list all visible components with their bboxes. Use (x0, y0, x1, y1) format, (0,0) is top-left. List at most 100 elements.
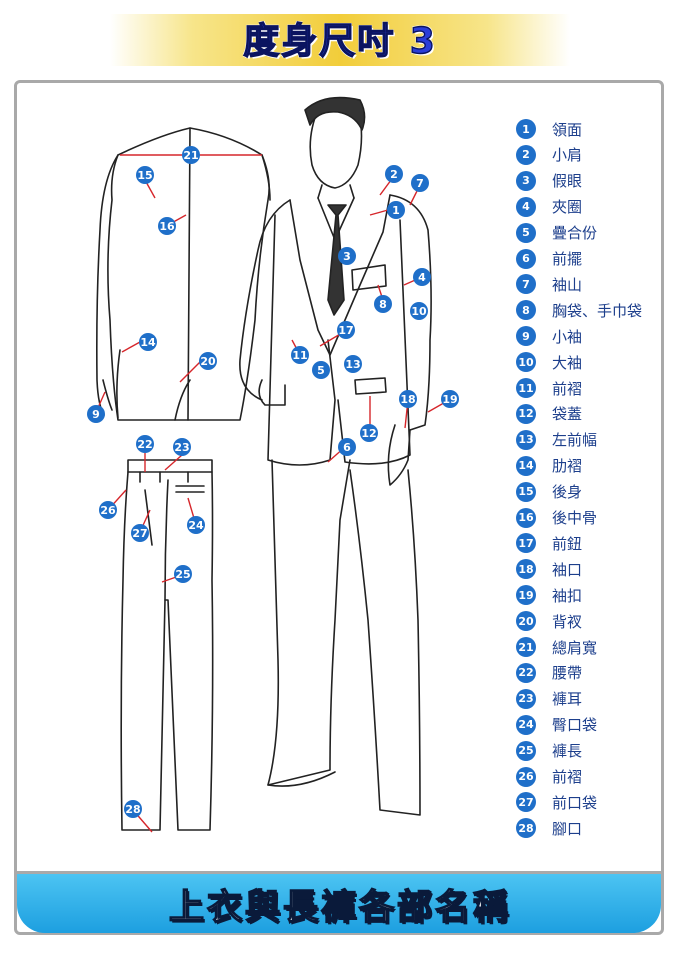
legend-number: 5 (516, 222, 536, 243)
legend-number: 20 (516, 611, 536, 632)
svg-text:10: 10 (411, 305, 427, 318)
svg-text:6: 6 (343, 441, 351, 454)
legend-label: 左前幅 (552, 431, 598, 450)
legend-number: 4 (516, 196, 536, 217)
legend-number: 19 (516, 585, 536, 606)
marker-2: 2 (385, 165, 403, 183)
legend-label: 背衩 (552, 612, 583, 631)
marker-3: 3 (338, 247, 356, 265)
marker-22: 22 (136, 435, 154, 453)
legend-item: 4 夾圈 (516, 195, 582, 219)
svg-text:3: 3 (343, 250, 351, 263)
legend-number: 17 (516, 533, 536, 554)
legend-number: 15 (516, 481, 536, 502)
svg-text:4: 4 (418, 271, 426, 284)
trousers-illustration (120, 459, 214, 831)
marker-1: 1 (387, 201, 405, 219)
marker-28: 28 (124, 800, 142, 818)
legend-number: 27 (516, 792, 536, 813)
legend-number: 11 (516, 378, 536, 398)
legend-label: 前鈕 (552, 534, 583, 553)
legend-number: 22 (516, 662, 536, 683)
marker-10: 10 (410, 302, 428, 320)
legend-number: 25 (516, 740, 536, 761)
legend-label: 假眼 (552, 172, 583, 191)
legend-label: 胸袋、手巾袋 (552, 301, 643, 320)
legend-number: 28 (516, 818, 536, 839)
svg-text:8: 8 (379, 298, 387, 311)
legend-label: 疊合份 (552, 224, 598, 243)
legend-label: 腳口 (552, 819, 583, 838)
marker-8: 8 (374, 295, 392, 313)
marker-4: 4 (413, 268, 431, 286)
legend-label: 褲耳 (552, 690, 583, 709)
marker-24: 24 (187, 516, 205, 534)
svg-text:2: 2 (390, 168, 398, 181)
legend-item: 20 背衩 (516, 609, 582, 633)
svg-text:18: 18 (400, 393, 415, 406)
svg-text:28: 28 (125, 803, 140, 816)
svg-text:23: 23 (174, 441, 189, 454)
svg-text:19: 19 (442, 393, 457, 406)
legend-label: 前褶 (552, 379, 583, 398)
marker-13: 13 (344, 355, 362, 373)
legend-number: 24 (516, 714, 536, 735)
legend-number: 12 (516, 403, 536, 424)
legend-item: 27 前口袋 (516, 790, 597, 814)
marker-17: 17 (337, 321, 355, 339)
marker-19: 19 (441, 390, 459, 408)
legend-number: 3 (516, 170, 536, 191)
legend-label: 前口袋 (552, 793, 598, 812)
legend-label: 大袖 (552, 353, 583, 372)
legend-item: 28 腳口 (516, 816, 582, 840)
legend-label: 後中骨 (552, 509, 598, 527)
marker-26: 26 (99, 501, 117, 519)
legend-label: 小袖 (552, 327, 583, 346)
legend-label: 後身 (552, 483, 583, 502)
marker-25: 25 (174, 565, 192, 583)
legend-item: 9 小袖 (516, 324, 582, 348)
footer-bar (17, 871, 661, 933)
svg-text:9: 9 (92, 408, 100, 421)
legend-item: 7 袖山 (516, 272, 582, 296)
svg-text:5: 5 (317, 364, 325, 377)
marker-7: 7 (411, 174, 429, 192)
legend-number: 10 (516, 352, 536, 373)
footer-caption: 上衣與長褲各部名稱 (168, 887, 511, 929)
legend-number: 9 (516, 326, 536, 347)
svg-text:26: 26 (100, 504, 116, 517)
legend-item: 15 後身 (516, 480, 582, 504)
legend-label: 袖山 (552, 275, 583, 294)
legend-label: 領面 (552, 120, 583, 139)
legend-item: 17 前鈕 (516, 531, 582, 555)
title-banner (110, 14, 570, 66)
marker-11: 11 (291, 346, 309, 364)
legend-label: 肋褶 (552, 457, 583, 476)
legend-item: 13 左前幅 (516, 428, 597, 452)
legend-label: 夾圈 (552, 198, 583, 217)
jacket-back-illustration (96, 127, 271, 421)
legend-number: 13 (516, 429, 536, 450)
marker-18: 18 (399, 390, 417, 408)
svg-text:1: 1 (392, 204, 400, 217)
svg-text:25: 25 (175, 568, 190, 581)
svg-text:13: 13 (345, 358, 360, 371)
legend-label: 前擺 (552, 250, 583, 268)
svg-text:7: 7 (416, 177, 424, 190)
marker-20: 20 (199, 352, 217, 370)
svg-text:22: 22 (137, 438, 152, 451)
legend-label: 腰帶 (552, 664, 583, 683)
marker-9: 9 (87, 405, 105, 423)
legend-number: 7 (516, 274, 536, 295)
svg-text:20: 20 (200, 355, 216, 368)
